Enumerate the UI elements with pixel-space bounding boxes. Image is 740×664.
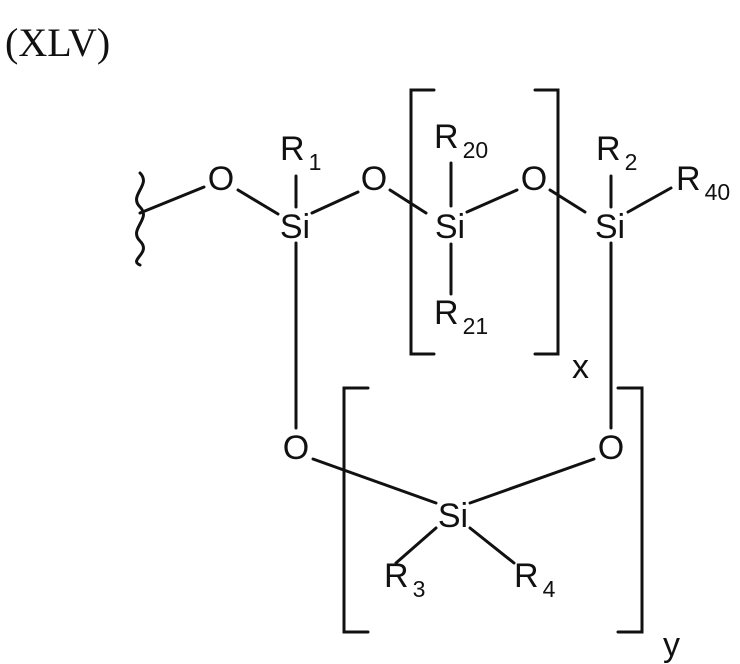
- silicon-atom-4: Si: [438, 497, 468, 535]
- compound-label: (XLV): [5, 20, 110, 65]
- r20-letter: R: [434, 118, 459, 156]
- r3-subscript: 3: [413, 576, 426, 602]
- r4-subscript: 4: [543, 576, 556, 602]
- bond-si1-o2: [312, 192, 358, 213]
- bond-lines: [140, 163, 671, 563]
- repeat-index-y: y: [663, 626, 680, 664]
- repeat-bracket-y-left: [344, 388, 368, 632]
- r1-subscript: 1: [309, 149, 322, 175]
- bond-si3-r40: [628, 188, 671, 212]
- r40-subscript: 40: [705, 179, 731, 205]
- r40-letter: R: [676, 160, 701, 198]
- bond-o3-si3: [550, 190, 585, 212]
- repeat-bracket-x-right: [535, 90, 558, 354]
- oxygen-atom-2: O: [361, 160, 387, 198]
- r21-letter: R: [434, 294, 459, 332]
- repeat-bracket-x-left: [411, 90, 434, 354]
- r4-substituent: R 4: [514, 557, 556, 602]
- oxygen-atom-4: O: [283, 429, 309, 467]
- bond-si4-r4: [470, 528, 514, 563]
- r21-substituent: R 21: [434, 294, 488, 339]
- bond-o2-si2: [390, 190, 426, 213]
- oxygen-atom-1: O: [208, 160, 234, 198]
- silicon-atom-3: Si: [595, 208, 625, 246]
- r2-substituent: R 2: [596, 130, 637, 175]
- bond-attachment-o1: [140, 187, 204, 213]
- repeat-bracket-y-right: [618, 388, 642, 632]
- silicon-atom-2: Si: [435, 208, 465, 246]
- r1-substituent: R 1: [280, 130, 321, 175]
- r1-letter: R: [280, 130, 305, 168]
- r2-letter: R: [596, 130, 621, 168]
- repeat-index-x: x: [572, 348, 589, 386]
- r21-subscript: 21: [463, 313, 489, 339]
- r20-substituent: R 20: [434, 118, 488, 163]
- r20-subscript: 20: [463, 137, 489, 163]
- r3-letter: R: [384, 557, 409, 595]
- wavy-attachment-bond: [137, 173, 144, 265]
- silicon-atom-1: Si: [280, 208, 310, 246]
- oxygen-atom-5: O: [598, 429, 624, 467]
- bond-si2-o3: [467, 190, 517, 212]
- bond-o4-si4: [313, 459, 436, 503]
- r3-substituent: R 3: [384, 557, 425, 602]
- bond-o1-si1: [238, 190, 278, 214]
- bond-o5-si4: [470, 459, 594, 503]
- r4-letter: R: [514, 557, 539, 595]
- r2-subscript: 2: [625, 149, 638, 175]
- r40-substituent: R 40: [676, 160, 730, 205]
- oxygen-atom-3: O: [521, 160, 547, 198]
